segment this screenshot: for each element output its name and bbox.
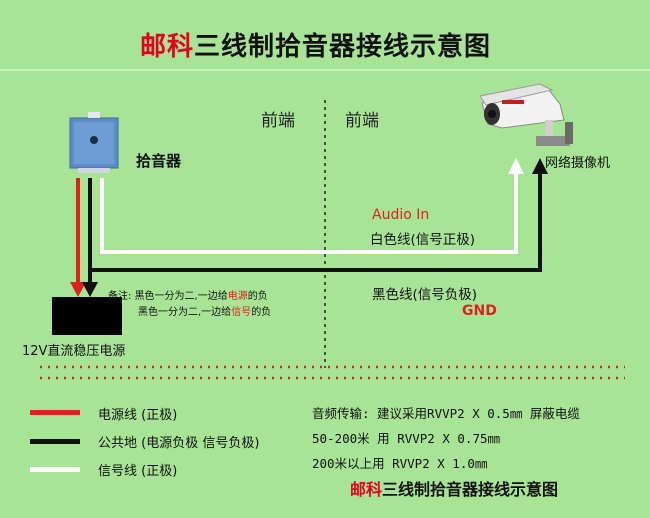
note-line1-b: 的负 [247,291,268,302]
spec-line-2: 50-200米 用 RVVP2 X 0.75㎜ [312,431,501,446]
note-line1-a: 黑色一分为二,一边给 [134,291,228,302]
note-line2-a: 黑色一分为二,一边给 [138,307,232,318]
white-wire [100,172,518,254]
black-wire [88,172,542,272]
page-title: 邮科三线制拾音器接线示意图 [140,26,491,63]
legend-black-label: 公共地 (电源负极 信号负极) [98,436,260,451]
legend-white-label: 信号线 (正极) [98,464,178,479]
power-supply-label: 12V直流稳压电源 [22,344,126,359]
title-main: 三线制拾音器接线示意图 [194,32,492,62]
legend-white-swatch [30,467,80,472]
audio-in-label: Audio In [372,207,430,223]
footer-main: 三线制拾音器接线示意图 [382,480,559,499]
spec-line-1: 音频传输: 建议采用RVVP2 X 0.5㎜ 屏蔽电缆 [312,406,580,421]
legend-red-label: 电源线 (正极) [98,408,178,423]
white-wire-arrow [508,158,524,174]
red-wire-arrow [70,282,86,297]
camera-label: 网络摄像机 [545,156,611,171]
note-line2-b: 的负 [251,307,272,318]
legend-red-swatch [30,410,80,415]
pickup-device-icon [69,112,119,173]
gnd-label: GND [462,303,497,319]
front-label-left: 前端 [261,111,295,131]
front-label-right: 前端 [345,111,379,131]
white-wire-label: 白色线(信号正极) [370,232,476,248]
power-supply-block [52,297,122,335]
legend-black-swatch [30,439,80,444]
title-brand: 邮科 [140,32,195,62]
pickup-label: 拾音器 [136,152,182,170]
black-wire-arrow-down [82,282,98,297]
footer-title: 邮科三线制拾音器接线示意图 [350,476,558,500]
black-wire-arrow-up [532,158,548,174]
footer-brand: 邮科 [350,480,383,499]
black-wire-label: 黑色线(信号负极) [372,287,478,303]
note-line-1: 备注: 黑色一分为二,一边给电源的负 [108,287,268,302]
note-line2-highlight: 信号 [231,307,252,318]
note-line-2: 黑色一分为二,一边给信号的负 [138,303,271,318]
note-prefix: 备注: [108,291,132,302]
network-camera-icon [479,83,573,146]
note-line1-highlight: 电源 [227,291,248,302]
spec-line-3: 200米以上用 RVVP2 X 1.0㎜ [312,456,488,471]
